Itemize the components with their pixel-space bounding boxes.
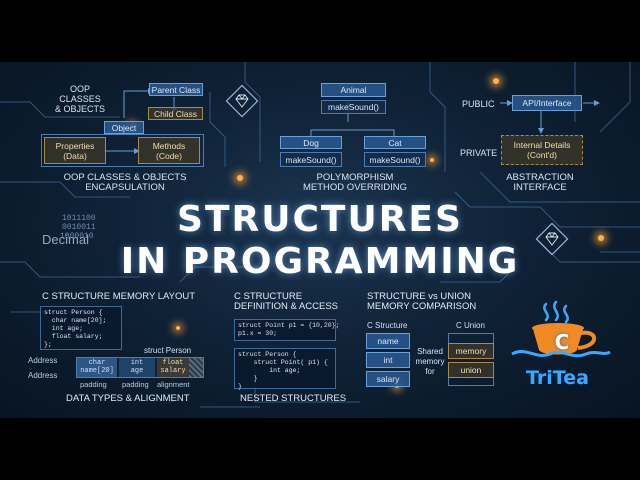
diamond-icon <box>535 222 569 256</box>
diamond-icon <box>225 84 259 118</box>
struct-person-label: struct Person <box>144 346 192 355</box>
union-top-bar <box>448 333 494 343</box>
properties-box: Properties(Data) <box>44 137 106 164</box>
glow-dot <box>598 235 604 241</box>
glow-dot <box>493 78 499 84</box>
animal-makesound-box: makeSound() <box>321 100 386 114</box>
nested-struct-code: struct Person { struct Point( p1) { int … <box>234 348 336 390</box>
object-container <box>41 134 204 167</box>
memory-cells: char name[20] int age float salary <box>76 357 204 378</box>
union-field-union: union <box>448 362 494 378</box>
struct-field-salary: salary <box>366 371 410 387</box>
definition-caption: NESTED STRUCTURES <box>240 393 347 404</box>
object-box: Object <box>104 121 144 134</box>
glow-dot <box>176 326 180 330</box>
memory-cell-age: int age <box>119 358 155 377</box>
alignment-label: alignment <box>157 380 190 389</box>
private-label: PRIVATE <box>460 148 498 158</box>
glow-dot <box>237 175 243 181</box>
dog-makesound-box: makeSound() <box>280 152 342 167</box>
title-line-2: IN PROGRAMMING <box>120 241 520 282</box>
logo-letter: C <box>554 330 570 354</box>
public-label: PUBLIC <box>462 99 495 109</box>
decimal-text: Decimal <box>42 232 89 247</box>
padding-label: padding <box>122 380 149 389</box>
struct-field-int: int <box>366 352 410 368</box>
address-label: Address <box>28 371 58 380</box>
address-label: Address <box>28 356 58 365</box>
memory-layout-heading: C STRUCTURE MEMORY LAYOUT <box>42 291 196 302</box>
union-field-memory: memory <box>448 343 494 359</box>
methods-box: Methods(Code) <box>138 137 200 164</box>
memory-layout-caption: DATA TYPES & ALIGNMENT <box>66 393 190 404</box>
c-structure-label: C Structure <box>367 321 408 330</box>
tea-cup-logo-icon <box>511 300 611 358</box>
union-bottom-bar <box>448 378 494 386</box>
child-class-box: Child Class <box>148 107 203 120</box>
padding-label: padding <box>80 380 107 389</box>
memory-cell-name: char name[20] <box>77 358 117 377</box>
cat-makesound-box: makeSound() <box>364 152 426 167</box>
api-interface-box: API/Interface <box>512 95 582 111</box>
memory-cell-salary: float salary <box>157 358 189 377</box>
parent-class-box: Parent Class <box>149 83 203 96</box>
title-line-1: STRUCTURES <box>177 199 463 240</box>
c-union-label: C Union <box>456 321 485 330</box>
logo-text: TriTea <box>526 367 589 389</box>
animal-box: Animal <box>321 83 386 97</box>
person-struct-code: struct Person { char name[20]; int age; … <box>40 306 122 350</box>
glow-dot <box>430 158 434 162</box>
cat-box: Cat <box>364 136 426 149</box>
struct-field-name: name <box>366 333 410 349</box>
dog-box: Dog <box>280 136 342 149</box>
point-code: struct Point p1 = {10,20}; p1.x = 30; <box>234 319 339 341</box>
internal-details-box: Internal Details(Cont'd) <box>501 135 583 165</box>
